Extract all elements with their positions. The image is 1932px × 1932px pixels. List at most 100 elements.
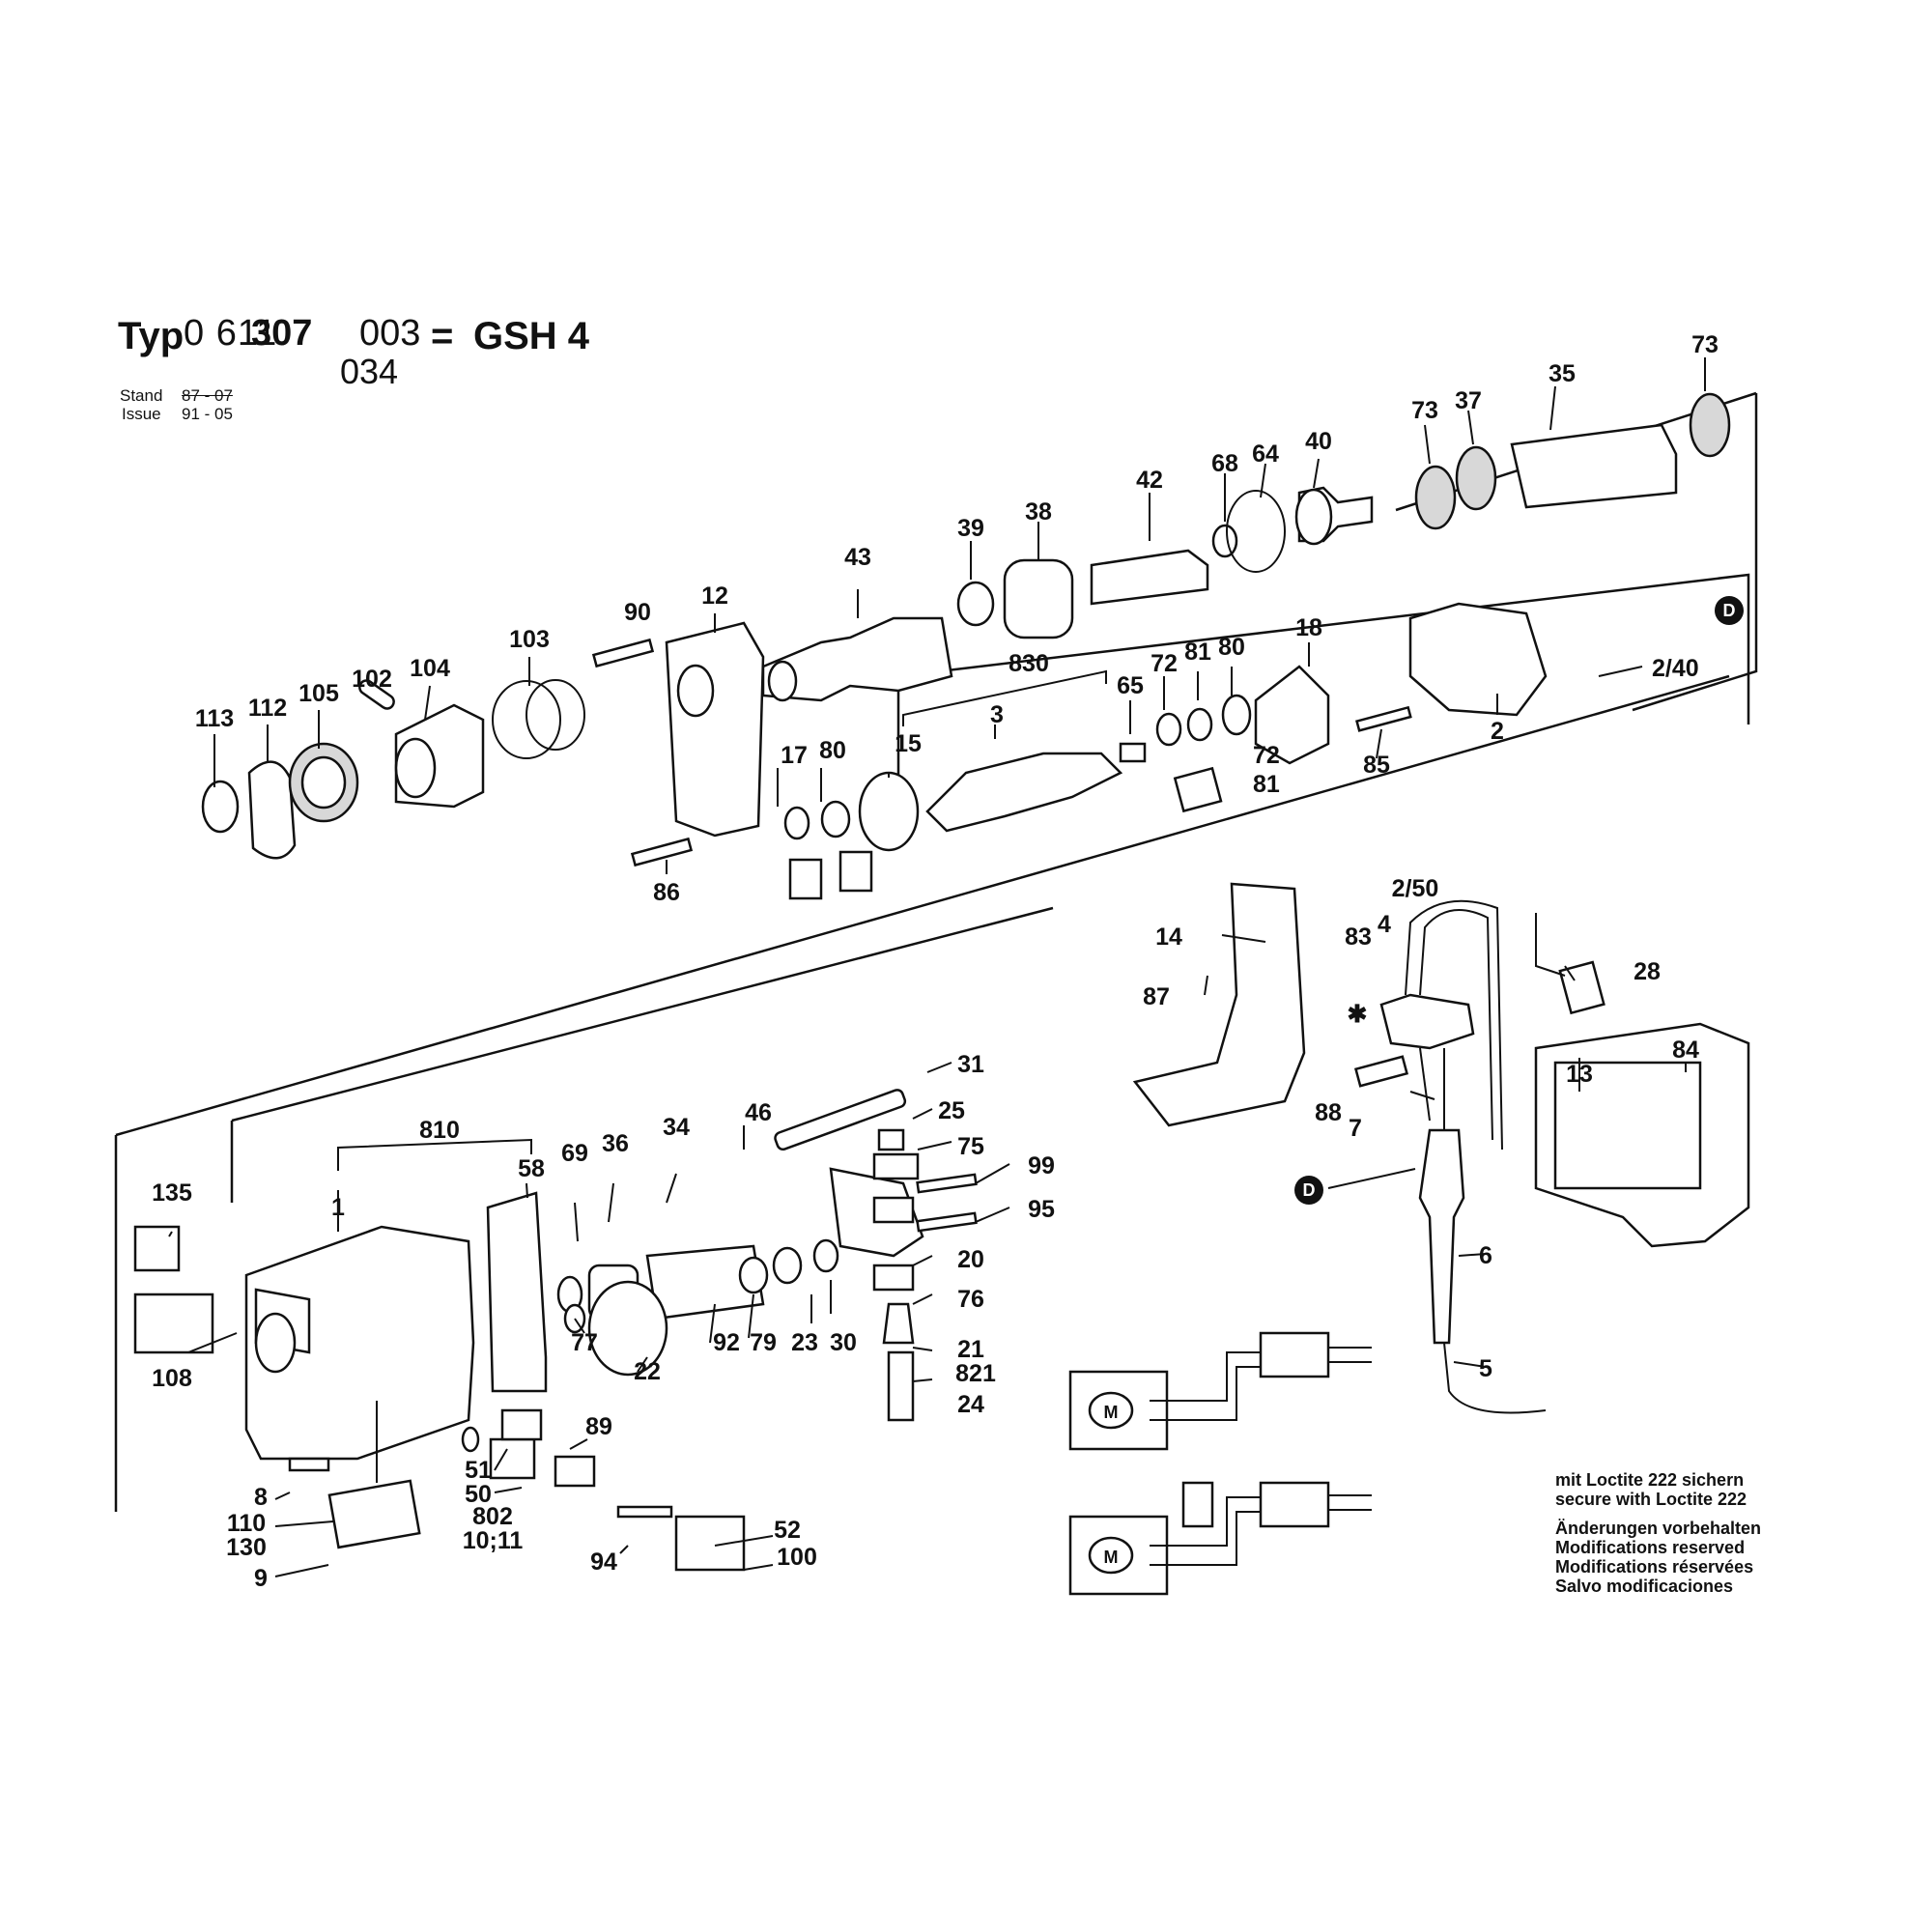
- part-label: 4: [1378, 911, 1391, 938]
- part-label: 87: [1143, 983, 1170, 1010]
- part-label: 79: [750, 1329, 777, 1356]
- part-label: 76: [957, 1286, 984, 1313]
- type-code-variant: 034: [340, 352, 399, 391]
- part-label: 77: [571, 1329, 598, 1356]
- type-code-suffix: 003: [359, 313, 421, 354]
- part-label: 5: [1479, 1355, 1492, 1382]
- loctite-star-mark: ✱: [1348, 1001, 1368, 1028]
- stand-label: Stand: [120, 386, 163, 405]
- part-label: 42: [1136, 467, 1163, 494]
- part-label: 1: [331, 1194, 345, 1221]
- part-label: 100: [777, 1544, 817, 1571]
- type-label: Typ: [118, 315, 185, 357]
- part-label: 22: [634, 1358, 661, 1385]
- part-label: 40: [1305, 428, 1332, 455]
- part-label: 12: [701, 582, 728, 610]
- part-label: 15: [895, 730, 922, 757]
- part-label: 73: [1411, 397, 1438, 424]
- part-label: 135: [152, 1179, 192, 1207]
- part-label: 81: [1184, 639, 1211, 666]
- part-label: 68: [1211, 450, 1238, 477]
- part-label: 7: [1349, 1115, 1362, 1142]
- part-label: 84: [1672, 1037, 1699, 1064]
- stand-value: 87 - 07: [182, 386, 233, 405]
- modifications-note-es: Salvo modificaciones: [1555, 1577, 1734, 1596]
- part-label: 80: [819, 737, 846, 764]
- model-name: GSH 4: [473, 315, 590, 357]
- part-label: 821: [955, 1360, 996, 1387]
- upper-assembly: [201, 392, 1731, 900]
- part-label: 52: [774, 1517, 801, 1544]
- part-label: 13: [1566, 1061, 1593, 1088]
- part-label: 17: [781, 742, 808, 769]
- issue-label: Issue: [122, 405, 161, 423]
- part-label: 30: [830, 1329, 857, 1356]
- part-label: 25: [938, 1097, 965, 1124]
- part-label: 80: [1218, 634, 1245, 661]
- part-label: 35: [1548, 360, 1576, 387]
- motor-symbol-2: M: [1104, 1548, 1119, 1567]
- part-label: 104: [410, 655, 450, 682]
- part-label: 81: [1253, 771, 1280, 798]
- type-code-main: 307: [251, 313, 313, 354]
- modifications-note-de: Änderungen vorbehalten: [1555, 1519, 1762, 1538]
- part-label: 9: [254, 1565, 268, 1592]
- part-label: 113: [195, 705, 234, 732]
- handle-switch-assembly: [1132, 882, 1750, 1414]
- part-label: 69: [561, 1140, 588, 1167]
- part-label: 21: [957, 1336, 984, 1363]
- part-label: 58: [518, 1155, 545, 1182]
- loctite-note-de: mit Loctite 222 sichern: [1555, 1470, 1745, 1490]
- part-label: 108: [152, 1365, 192, 1392]
- part-label: 103: [509, 626, 550, 653]
- part-label: 802: [472, 1503, 513, 1530]
- part-label: 88: [1315, 1099, 1342, 1126]
- part-label: 50: [465, 1481, 492, 1508]
- modifications-note-fr: Modifications réservées: [1555, 1557, 1754, 1577]
- connector-mark-bottom-label: D: [1303, 1180, 1316, 1200]
- part-label: 89: [585, 1413, 612, 1440]
- motor-symbol-1: M: [1104, 1403, 1119, 1422]
- part-label: 83: [1345, 923, 1372, 951]
- part-label: 20: [957, 1246, 984, 1273]
- type-code-prefix: 0 611: [184, 313, 278, 354]
- part-label: 34: [663, 1114, 690, 1141]
- lower-housing-assembly: [133, 1089, 978, 1572]
- part-label: 73: [1691, 331, 1719, 358]
- leader-lines: [168, 357, 1706, 1577]
- part-label: 14: [1155, 923, 1182, 951]
- part-label: 24: [957, 1391, 984, 1418]
- connector-mark-top: [1715, 596, 1744, 625]
- issue-value: 91 - 05: [182, 405, 233, 423]
- part-label: 75: [957, 1133, 984, 1160]
- part-label: 110: [227, 1510, 266, 1537]
- part-label: 95: [1028, 1196, 1055, 1223]
- part-label: 36: [602, 1130, 629, 1157]
- part-label: 37: [1455, 387, 1482, 414]
- part-label: 2/40: [1652, 655, 1699, 682]
- part-number-labels: 113 112 105 102 104 103 90 12 86 17 80 1…: [152, 331, 1719, 1592]
- part-label: 39: [957, 515, 984, 542]
- part-label: 31: [957, 1051, 984, 1078]
- part-label: 94: [590, 1548, 617, 1576]
- equals-sign: =: [431, 315, 454, 357]
- part-label: 2: [1491, 718, 1504, 745]
- part-label: 2/50: [1392, 875, 1439, 902]
- part-label: 23: [791, 1329, 818, 1356]
- part-label: 46: [745, 1099, 772, 1126]
- part-label: 51: [465, 1457, 492, 1484]
- part-label: 810: [419, 1117, 460, 1144]
- part-label: 3: [990, 701, 1004, 728]
- part-label: 28: [1634, 958, 1661, 985]
- part-label: 8: [254, 1484, 268, 1511]
- modifications-note-en: Modifications reserved: [1555, 1538, 1746, 1557]
- loctite-note-en: secure with Loctite 222: [1555, 1490, 1747, 1509]
- part-label: 72: [1253, 742, 1280, 769]
- part-label: 64: [1252, 440, 1279, 468]
- connector-marks: D D M M ✱: [1104, 596, 1744, 1567]
- part-label: 43: [844, 544, 871, 571]
- part-label: 85: [1363, 752, 1390, 779]
- part-label: 130: [226, 1534, 267, 1561]
- part-label: 105: [298, 680, 339, 707]
